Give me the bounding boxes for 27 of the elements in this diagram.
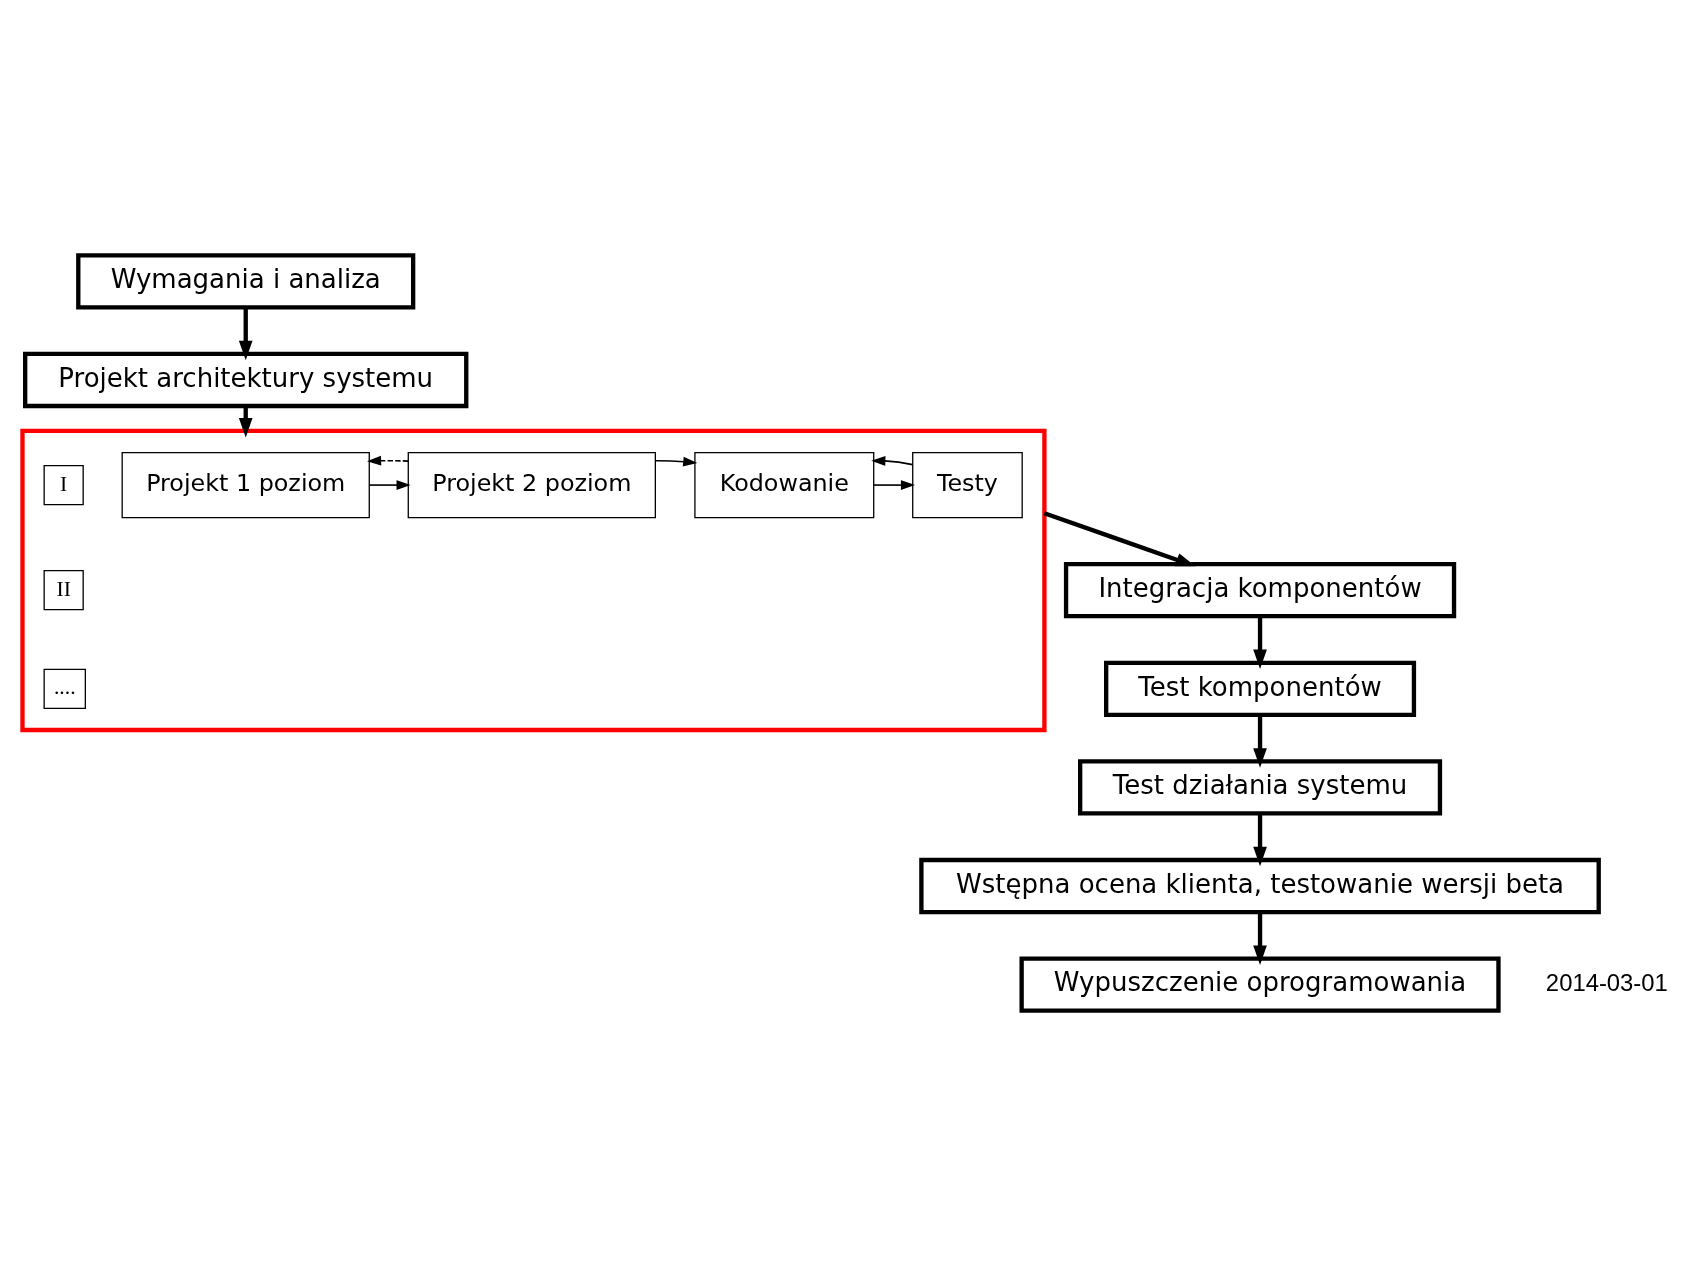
arrow [654, 456, 697, 467]
arrow [366, 455, 409, 466]
cluster [19, 428, 1047, 732]
node-box: Wymagania i analiza [75, 252, 415, 309]
arrow [1043, 510, 1195, 566]
arrow [1252, 911, 1267, 965]
node-box: Projekt 1 poziom [121, 451, 370, 518]
node-box: Test komponentów [1103, 660, 1416, 717]
arrow [368, 479, 411, 490]
node-box: Testy [911, 451, 1023, 518]
node-box: .... [43, 668, 86, 709]
arrow [1252, 616, 1267, 669]
node-box: I [43, 464, 84, 505]
node-box: Projekt 2 poziom [407, 451, 656, 518]
arrow [1252, 813, 1267, 866]
arrow [1252, 714, 1267, 768]
arrow [870, 455, 913, 466]
arrow [238, 307, 253, 360]
label: 2014-03-01 [1545, 968, 1668, 996]
arrow [872, 479, 915, 490]
node-box: Wstępna ocena klienta, testowanie wersji beta [918, 857, 1601, 914]
node-box: Wypuszczenie oprogramowania [1018, 956, 1501, 1013]
node-box: II [43, 569, 84, 610]
node-box: Integracja komponentów [1063, 561, 1456, 618]
node-box: Projekt architektury systemu [22, 351, 468, 408]
node-box: Kodowanie [693, 451, 874, 518]
node-box: Test działania systemu [1077, 758, 1442, 816]
